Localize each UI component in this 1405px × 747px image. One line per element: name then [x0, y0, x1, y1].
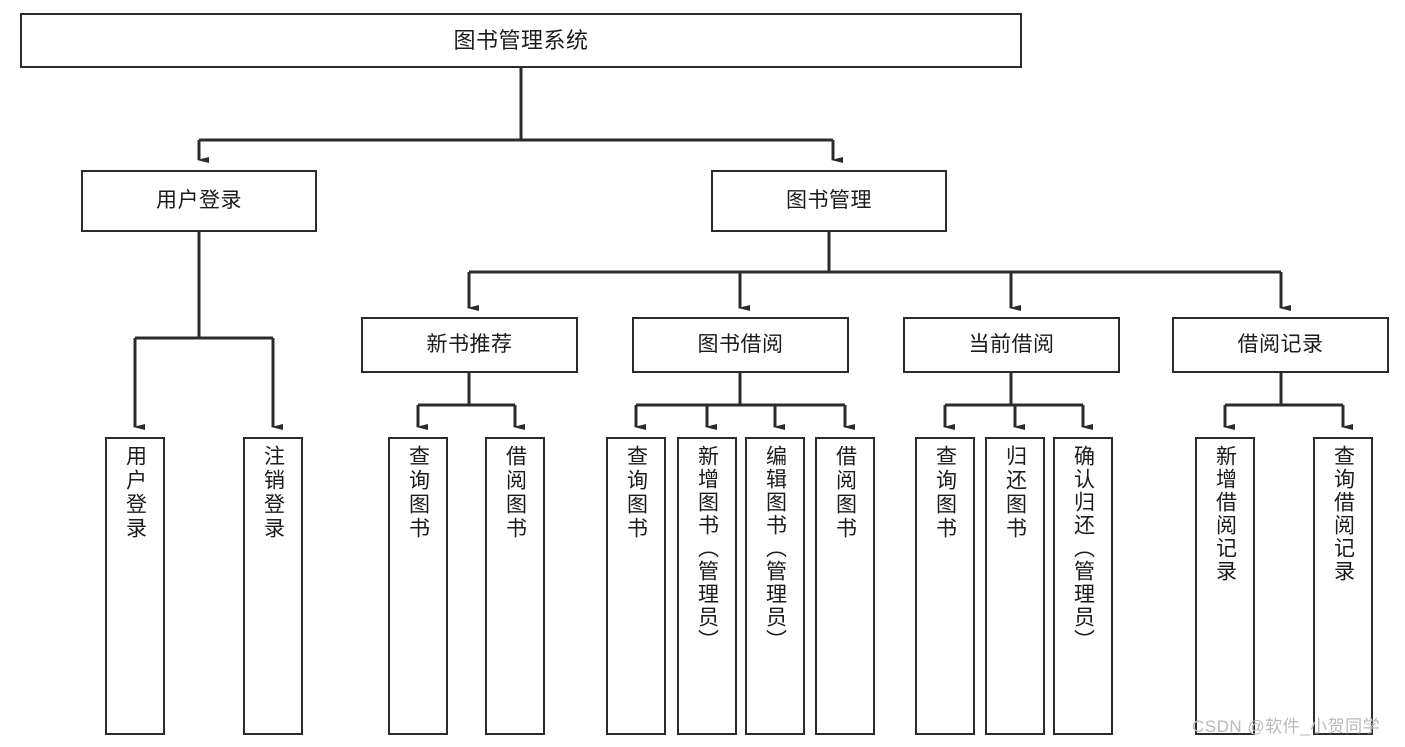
leaf-borrow-book-recommendation[interactable]: 借阅图书 — [485, 437, 545, 735]
leaf-add-borrow-record[interactable]: 新增借阅记录 — [1195, 437, 1255, 735]
node-label: 新增借阅记录 — [1213, 445, 1237, 583]
node-label: 用户登录 — [123, 445, 147, 541]
edge-group-book-borrow — [634, 373, 855, 430]
node-book-borrowing[interactable]: 图书借阅 — [632, 317, 849, 373]
node-label: 注销登录 — [261, 445, 285, 541]
leaf-return-book[interactable]: 归还图书 — [985, 437, 1045, 735]
leaf-query-book[interactable]: 查询图书 — [606, 437, 666, 735]
leaf-confirm-return-admin[interactable]: 确认归还（管理员） — [1053, 437, 1113, 735]
node-label: 当前借阅 — [968, 332, 1055, 356]
leaf-user-login[interactable]: 用户登录 — [105, 437, 165, 735]
edge-group-new-book-rec — [416, 373, 525, 430]
node-label: 借阅记录 — [1237, 332, 1324, 356]
node-label: 用户登录 — [156, 188, 242, 212]
node-label: 查询图书 — [933, 445, 957, 541]
node-label: 查询借阅记录 — [1331, 445, 1355, 583]
node-label: 借阅图书 — [503, 445, 527, 541]
node-new-book-recommendation[interactable]: 新书推荐 — [361, 317, 578, 373]
leaf-borrow-book[interactable]: 借阅图书 — [815, 437, 875, 735]
leaf-user-logout[interactable]: 注销登录 — [243, 437, 303, 735]
node-label: 归还图书 — [1003, 445, 1027, 541]
leaf-add-book-admin[interactable]: 新增图书（管理员） — [677, 437, 737, 735]
node-label: 图书管理系统 — [453, 27, 589, 53]
node-label: 借阅图书 — [833, 445, 857, 541]
csdn-watermark: CSDN @软件_小贺同学 — [1192, 717, 1381, 736]
leaf-query-current-book[interactable]: 查询图书 — [915, 437, 975, 735]
leaf-query-borrow-record[interactable]: 查询借阅记录 — [1313, 437, 1373, 735]
node-label: 查询图书 — [406, 445, 430, 541]
node-root-system[interactable]: 图书管理系统 — [20, 13, 1022, 68]
node-label: 新书推荐 — [426, 332, 513, 356]
edge-group-book-manage — [467, 232, 1291, 311]
node-label: 查询图书 — [624, 445, 648, 541]
node-label: 新增图书（管理员） — [695, 445, 719, 652]
node-current-borrowing[interactable]: 当前借阅 — [903, 317, 1120, 373]
node-label: 图书管理 — [786, 188, 872, 212]
node-label: 图书借阅 — [697, 332, 784, 356]
node-borrow-record[interactable]: 借阅记录 — [1172, 317, 1389, 373]
edge-group-borrow-record — [1223, 373, 1353, 430]
node-label: 编辑图书（管理员） — [763, 445, 787, 652]
leaf-edit-book-admin[interactable]: 编辑图书（管理员） — [745, 437, 805, 735]
edge-group-user-login — [133, 232, 283, 430]
node-user-login[interactable]: 用户登录 — [81, 170, 317, 232]
node-label: 确认归还（管理员） — [1071, 445, 1095, 652]
edge-group-current-borrow — [943, 373, 1093, 430]
leaf-query-book-recommendation[interactable]: 查询图书 — [388, 437, 448, 735]
node-book-management[interactable]: 图书管理 — [711, 170, 947, 232]
edge-group-root — [197, 68, 843, 163]
